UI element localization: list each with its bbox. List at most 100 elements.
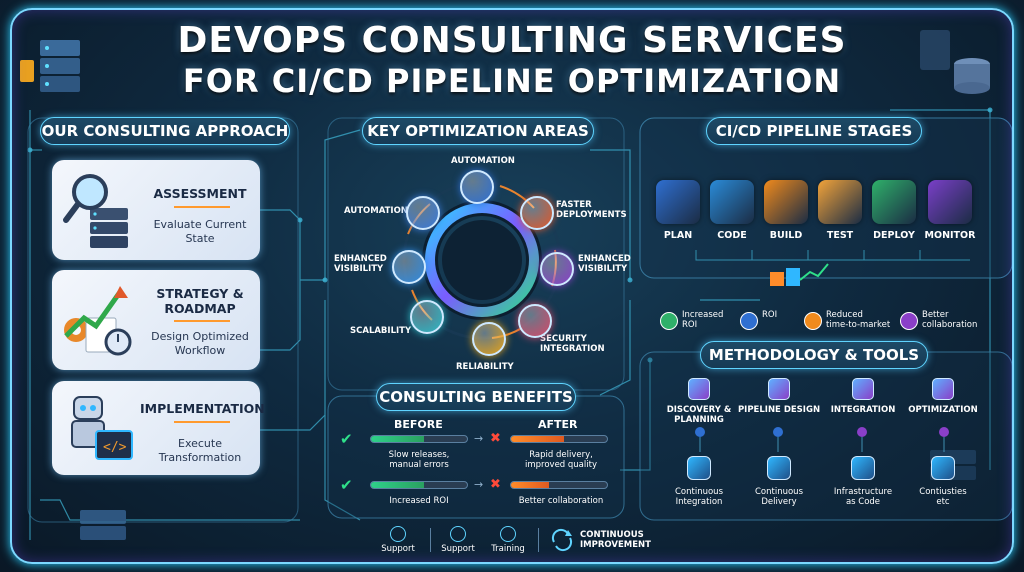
method-top-line1: INTEGRATION [830, 405, 896, 415]
outcome-line2: collaboration [922, 320, 978, 330]
dashboard-icon [540, 252, 574, 286]
before-line1: Slow releases, [388, 450, 450, 460]
stage-label-test: TEST [826, 230, 854, 241]
check-icon: ✔ [340, 476, 353, 494]
outcome-line2: time-to-market [826, 320, 891, 330]
benefits-heading: CONSULTING BENEFITS [376, 383, 576, 411]
title-underline [174, 206, 230, 208]
outcome-line1: Better [922, 310, 949, 320]
improvement-line1: CONTINUOUS [580, 530, 644, 540]
before-text: Increased ROI [364, 496, 474, 506]
strategy-title-line2: ROADMAP [164, 301, 236, 316]
growth-chart-gears-icon [64, 286, 132, 356]
after-bar [510, 435, 608, 443]
gears-icon [406, 196, 440, 230]
page-title-line2: FOR CI/CD PIPELINE OPTIMIZATION [182, 62, 842, 100]
outcome-line1: ROI [762, 310, 778, 320]
strategy-desc-line1: Design Optimized [151, 330, 249, 343]
after-label: AFTER [538, 418, 578, 431]
x-icon: ✖ [490, 431, 501, 446]
before-label: BEFORE [394, 418, 443, 431]
security-line2: INTEGRATION [540, 344, 605, 354]
after-line2: improved quality [525, 460, 597, 470]
strategy-card: STRATEGY & ROADMAP Design Optimized Work… [52, 270, 260, 370]
implementation-desc-line2: Transformation [158, 451, 242, 464]
check-icon: ✔ [340, 430, 353, 448]
method-top-label: PIPELINE DESIGN [734, 405, 824, 415]
lock-shield-icon [518, 304, 552, 338]
before-bar [370, 435, 468, 443]
pipeline-connectors [695, 250, 970, 286]
outcome-line1: Reduced [826, 310, 863, 320]
code-icon [710, 180, 754, 224]
improvement-line2: IMPROVEMENT [580, 540, 651, 550]
visibility-left-line1: ENHANCED [334, 254, 387, 264]
security-line1: SECURITY [540, 334, 587, 344]
svg-text:</>: </> [103, 440, 127, 455]
footer-divider [538, 528, 539, 552]
method-top-line1: DISCOVERY & [666, 405, 732, 415]
team-icon [900, 312, 918, 330]
stage-label-plan: PLAN [663, 230, 693, 241]
method-bottom-line1: Continuous [674, 487, 723, 497]
cloud-upload-icon [410, 300, 444, 334]
outcome-text: ROI [762, 310, 777, 320]
checklist-icon [818, 180, 862, 224]
cycle-arrows-icon [551, 528, 573, 552]
server-rack-icon [20, 40, 80, 92]
method-top-line1: PIPELINE DESIGN [737, 405, 821, 415]
page-title-line1: DEVOPS CONSULTING SERVICES [177, 20, 847, 61]
assessment-desc-line1: Evaluate Current [153, 218, 247, 231]
visibility-left-line2: VISIBILITY [334, 264, 384, 274]
stage-label-deploy: DEPLOY [873, 230, 915, 241]
method-top-label: DISCOVERY &PLANNING [654, 405, 744, 425]
after-text: Rapid delivery,improved quality [506, 450, 616, 470]
monitor-support-icon [450, 526, 466, 542]
methodology-timeline [656, 427, 986, 452]
after-line1: Rapid delivery, [529, 450, 593, 460]
before-line1: Increased ROI [389, 496, 449, 506]
clock-icon [804, 312, 822, 330]
strategy-desc-line2: Workflow [174, 344, 226, 357]
after-text: Better collaboration [506, 496, 616, 506]
area-label-reliability: RELIABILITY [456, 362, 514, 372]
method-bottom-line1: Continuous [754, 487, 803, 497]
title-underline [174, 320, 230, 322]
shield-check-icon [472, 322, 506, 356]
glow-frame [10, 8, 1014, 564]
gears-icon [460, 170, 494, 204]
rocket-icon [520, 196, 554, 230]
before-line2: manual errors [389, 460, 449, 470]
stage-label-code: CODE [717, 230, 747, 241]
robot-arm-icon [687, 456, 711, 480]
pipeline-heading: CI/CD PIPELINE STAGES [706, 117, 922, 145]
assessment-card: ASSESSMENT Evaluate Current State [52, 160, 260, 260]
footer-item-label: Support [381, 544, 415, 554]
implementation-desc-line1: Execute [178, 437, 222, 450]
magnifier-servers-icon [63, 174, 128, 248]
before-text: Slow releases,manual errors [364, 450, 474, 470]
visibility-right-line2: VISIBILITY [578, 264, 628, 274]
method-bottom-line2: etc [936, 497, 950, 507]
strategy-title-line1: STRATEGY & [156, 286, 244, 301]
area-label-automation-top: AUTOMATION [451, 156, 515, 166]
cloud-deploy-icon [872, 180, 916, 224]
headset-icon [390, 526, 406, 542]
cloud-link-icon [852, 378, 874, 400]
database-icon [851, 456, 875, 480]
code-icon [767, 456, 791, 480]
assessment-title: ASSESSMENT [153, 186, 247, 201]
faster-line1: FASTER [556, 200, 592, 210]
method-bottom-line2: as Code [845, 497, 881, 507]
stage-label-monitor: MONITOR [924, 230, 976, 241]
